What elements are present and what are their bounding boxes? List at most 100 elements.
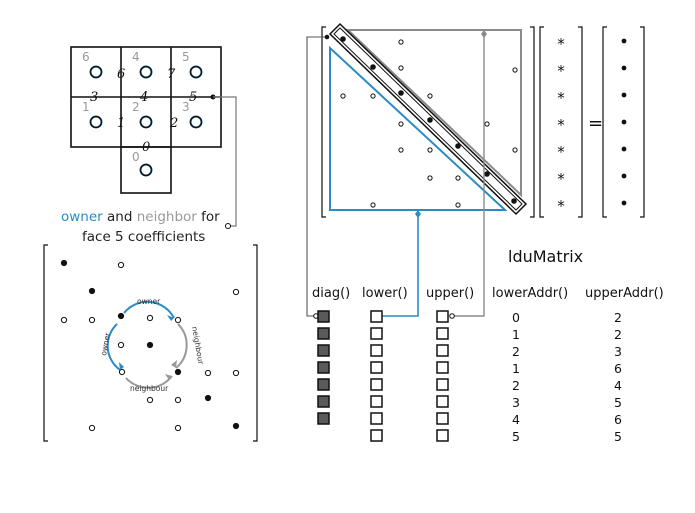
lower-addr-header: lowerAddr() (492, 286, 568, 301)
face-number: 4 (139, 90, 148, 105)
face-number: 6 (117, 67, 125, 82)
upper-cell (436, 412, 449, 425)
cell-number: 4 (132, 50, 140, 64)
lower-cell (370, 327, 383, 340)
lower-addr-value: 3 (512, 395, 520, 410)
caption-neighbor: neighbor (137, 209, 198, 225)
b-vector-brackets (602, 26, 645, 218)
caption-and: and (103, 209, 137, 225)
sparse-matrix-entries (60, 259, 240, 432)
lower-cell (370, 378, 383, 391)
lower-addr-value: 2 (512, 344, 520, 359)
upper-cell (436, 395, 449, 408)
equals-sign: = (588, 113, 603, 134)
lower-triangle (329, 45, 508, 211)
mesh-cell-centres (89, 65, 203, 177)
neighbour-arc (175, 323, 188, 369)
upper-addr-value: 3 (614, 344, 622, 359)
label-owner-left: owner (99, 331, 112, 356)
upper-addr-value: 6 (614, 361, 622, 376)
coefficient-matrix-brackets (321, 26, 535, 218)
lower-addr-value: 2 (512, 378, 520, 393)
face-number: 0 (142, 140, 150, 155)
upper-cell (436, 361, 449, 374)
diag-array (317, 310, 330, 425)
diag-connector (306, 36, 329, 317)
lower-addr-value: 0 (512, 310, 520, 325)
ldu-title: lduMatrix (508, 247, 583, 266)
x-entry: * (557, 89, 565, 107)
diag-cell (317, 327, 330, 340)
face5-connector (213, 96, 237, 227)
diag-cell (317, 395, 330, 408)
x-entry: * (557, 170, 565, 188)
face-number: 3 (90, 90, 98, 105)
diag-cell (317, 378, 330, 391)
x-vector-entries: * * * * * * * (557, 35, 565, 215)
cell-number: 5 (182, 50, 190, 64)
upper-addr-value: 5 (614, 395, 622, 410)
sparse-matrix-brackets (43, 244, 258, 442)
lower-addr-value: 1 (512, 327, 520, 342)
lower-cell (370, 412, 383, 425)
face-number: 2 (169, 116, 178, 131)
cell-number: 3 (182, 100, 190, 114)
cell-number: 6 (82, 50, 90, 64)
diag-cell (317, 310, 330, 323)
face-number: 5 (189, 90, 197, 105)
cell-number: 2 (132, 100, 140, 114)
upper-addr-header: upperAddr() (585, 286, 664, 301)
lower-cell (370, 395, 383, 408)
upper-addr-value: 6 (614, 412, 622, 427)
x-entry: * (557, 62, 565, 80)
lower-addr-value: 1 (512, 361, 520, 376)
upper-connector (452, 32, 485, 317)
diag-header: diag() (312, 286, 350, 301)
upper-addr-value: 4 (614, 378, 622, 393)
caption-owner: owner (61, 209, 103, 225)
upper-cell (436, 327, 449, 340)
lower-cell (370, 310, 383, 323)
diag-cell (317, 412, 330, 425)
x-entry: * (557, 197, 565, 215)
label-owner-top: owner (137, 297, 161, 306)
lower-addr-value: 5 (512, 429, 520, 444)
diag-cell (317, 344, 330, 357)
upper-header: upper() (426, 286, 474, 301)
cell-number: 0 (132, 150, 140, 164)
x-entry: * (557, 35, 565, 53)
upper-triangle (345, 29, 522, 198)
upper-cell (436, 310, 449, 323)
upper-cell (436, 344, 449, 357)
diag-cell (317, 361, 330, 374)
cell-number: 1 (82, 100, 90, 114)
caption-line1: owner and neighbor for (61, 209, 220, 225)
face-number: 1 (117, 116, 125, 131)
lower-connector (380, 212, 419, 317)
owner-arc (123, 300, 175, 319)
upper-array (436, 310, 449, 442)
label-neighbour-right: neighbour (190, 326, 206, 366)
lower-addr-value: 4 (512, 412, 520, 427)
upper-addr-value: 2 (614, 310, 622, 325)
label-neighbour-bottom: neighbour (130, 384, 169, 393)
caption-for: for (197, 209, 220, 225)
upper-addr-value: 5 (614, 429, 622, 444)
diagonal-band (328, 22, 528, 216)
upper-cell (436, 429, 449, 442)
lower-header: lower() (362, 286, 408, 301)
x-entry: * (557, 143, 565, 161)
lower-cell (370, 429, 383, 442)
x-entry: * (557, 116, 565, 134)
lower-cell (370, 344, 383, 357)
coefficient-entries (340, 36, 518, 208)
b-vector-entries (621, 38, 627, 206)
upper-addr-value: 2 (614, 327, 622, 342)
caption-line2: face 5 coefficients (82, 229, 205, 245)
lower-array (370, 310, 383, 442)
x-vector-brackets (539, 26, 583, 218)
face-number: 7 (167, 67, 176, 82)
upper-cell (436, 378, 449, 391)
lower-cell (370, 361, 383, 374)
